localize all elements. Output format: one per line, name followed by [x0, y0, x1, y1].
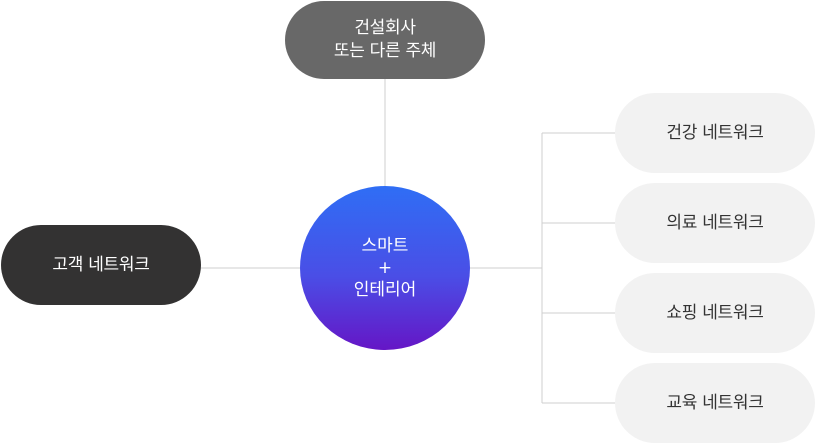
center-node-line-1: 스마트 — [361, 235, 409, 256]
right-node-shopping: 쇼핑 네트워크 — [615, 273, 815, 353]
right-node-label: 교육 네트워크 — [666, 392, 764, 413]
right-node-education: 교육 네트워크 — [615, 363, 815, 443]
right-node-label: 쇼핑 네트워크 — [666, 302, 764, 323]
top-node-label: 건설회사 또는 다른 주체 — [333, 18, 437, 61]
left-node-label: 고객 네트워크 — [52, 254, 150, 275]
center-node: 스마트 + 인테리어 — [300, 186, 470, 350]
top-node: 건설회사 또는 다른 주체 — [285, 1, 485, 79]
right-node-medical: 의료 네트워크 — [615, 183, 815, 263]
center-node-line-2: + — [377, 257, 393, 278]
center-node-line-3: 인테리어 — [353, 280, 417, 301]
right-node-label: 의료 네트워크 — [666, 212, 764, 233]
right-node-label: 건강 네트워크 — [666, 122, 764, 143]
left-node: 고객 네트워크 — [1, 225, 201, 305]
right-node-health: 건강 네트워크 — [615, 93, 815, 173]
